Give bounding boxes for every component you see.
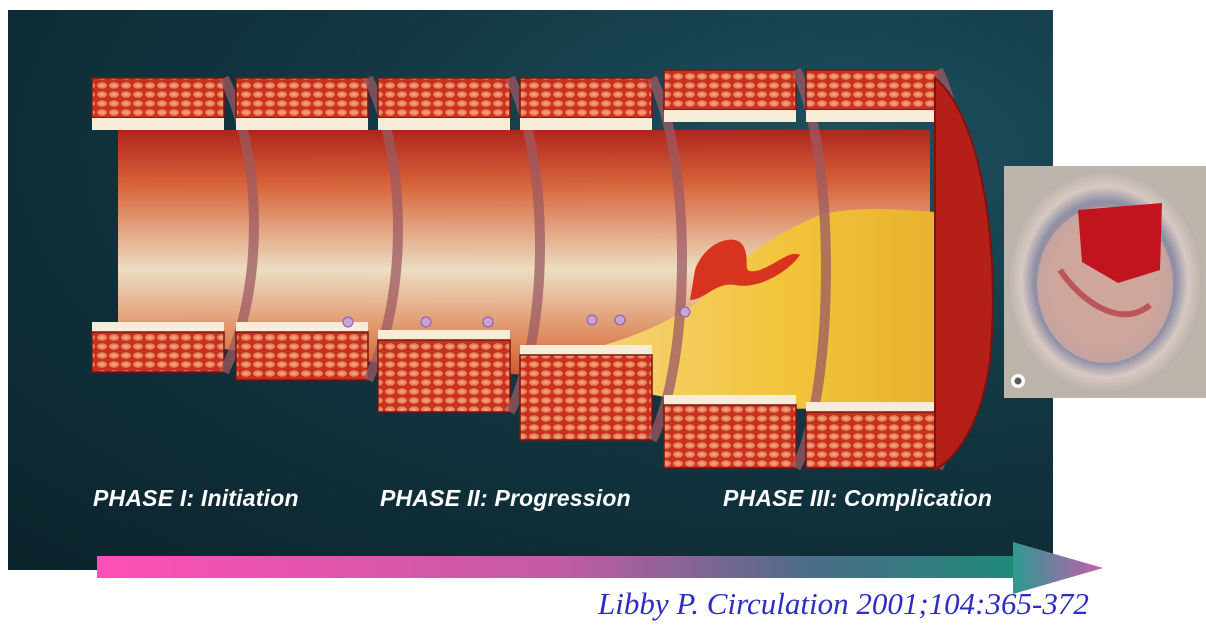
segment-6-bottom-media bbox=[806, 412, 938, 468]
segment-2-bottom-media bbox=[236, 332, 368, 380]
segment-5-top-intima bbox=[664, 110, 796, 122]
leukocyte-1 bbox=[343, 317, 353, 327]
segment-4-top-intima bbox=[520, 118, 652, 130]
segment-5-top-media bbox=[664, 70, 796, 110]
segment-4-bottom-intima bbox=[520, 345, 652, 355]
leukocyte-2 bbox=[421, 317, 431, 327]
segment-6-bottom-intima bbox=[806, 402, 938, 412]
phase-3-label: PHASE III: Complication bbox=[723, 485, 992, 512]
segment-3-bottom-media bbox=[378, 340, 510, 412]
leukocyte-3 bbox=[483, 317, 493, 327]
segment-1-top-intima bbox=[92, 118, 224, 130]
segment-4-bottom-media bbox=[520, 355, 652, 440]
segment-1-bottom-intima bbox=[92, 322, 224, 332]
segment-2-top-media bbox=[236, 78, 368, 118]
leukocyte-6 bbox=[680, 307, 690, 317]
phase-1-label: PHASE I: Initiation bbox=[93, 485, 299, 512]
segment-1-bottom-media bbox=[92, 332, 224, 372]
leukocyte-4 bbox=[587, 315, 597, 325]
segment-2-top-intima bbox=[236, 118, 368, 130]
leukocyte-5 bbox=[615, 315, 625, 325]
vessel-outer-bulge bbox=[935, 78, 993, 470]
segment-5-bottom-media bbox=[664, 405, 796, 468]
segment-4-top-media bbox=[520, 78, 652, 118]
phase-2-label: PHASE II: Progression bbox=[380, 485, 631, 512]
segment-3-top-media bbox=[378, 78, 510, 118]
segment-6-top-media bbox=[806, 70, 938, 110]
histology-inset bbox=[1004, 166, 1206, 398]
segment-1-top-media bbox=[92, 78, 224, 118]
segment-5-bottom-intima bbox=[664, 395, 796, 405]
citation: Libby P. Circulation 2001;104:365-372 bbox=[598, 586, 1089, 622]
segment-6-top-intima bbox=[806, 110, 938, 122]
segment-3-top-intima bbox=[378, 118, 510, 130]
segment-3-bottom-intima bbox=[378, 330, 510, 340]
